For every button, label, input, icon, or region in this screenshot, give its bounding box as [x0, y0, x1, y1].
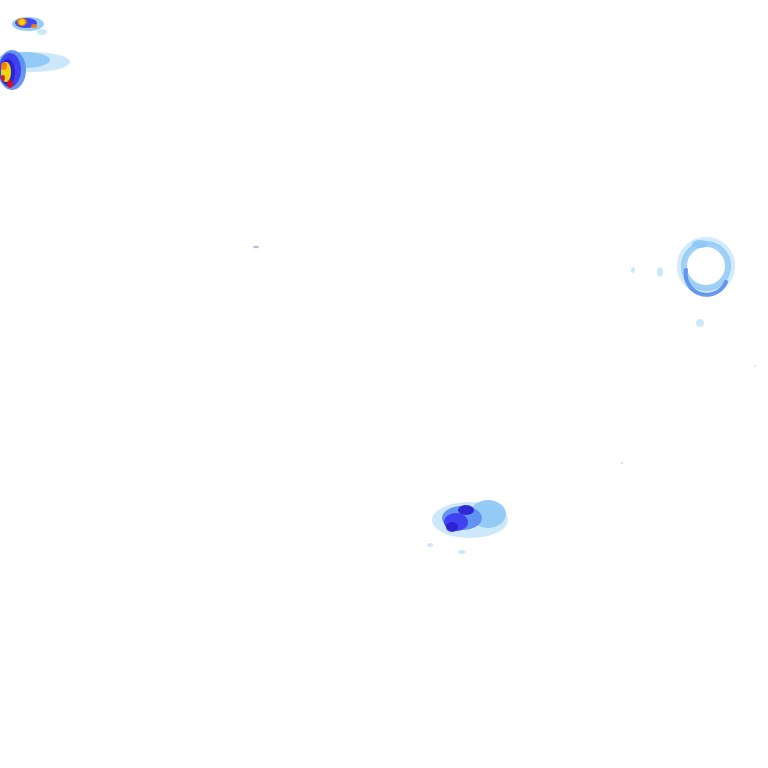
echo-speck-east — [620, 365, 757, 464]
echo-top-left-lower — [0, 50, 70, 90]
echo-right-ring — [631, 237, 735, 327]
echo-top-left-upper — [12, 17, 47, 35]
echo-speck-west — [253, 245, 259, 249]
echo-center-south — [427, 500, 508, 554]
